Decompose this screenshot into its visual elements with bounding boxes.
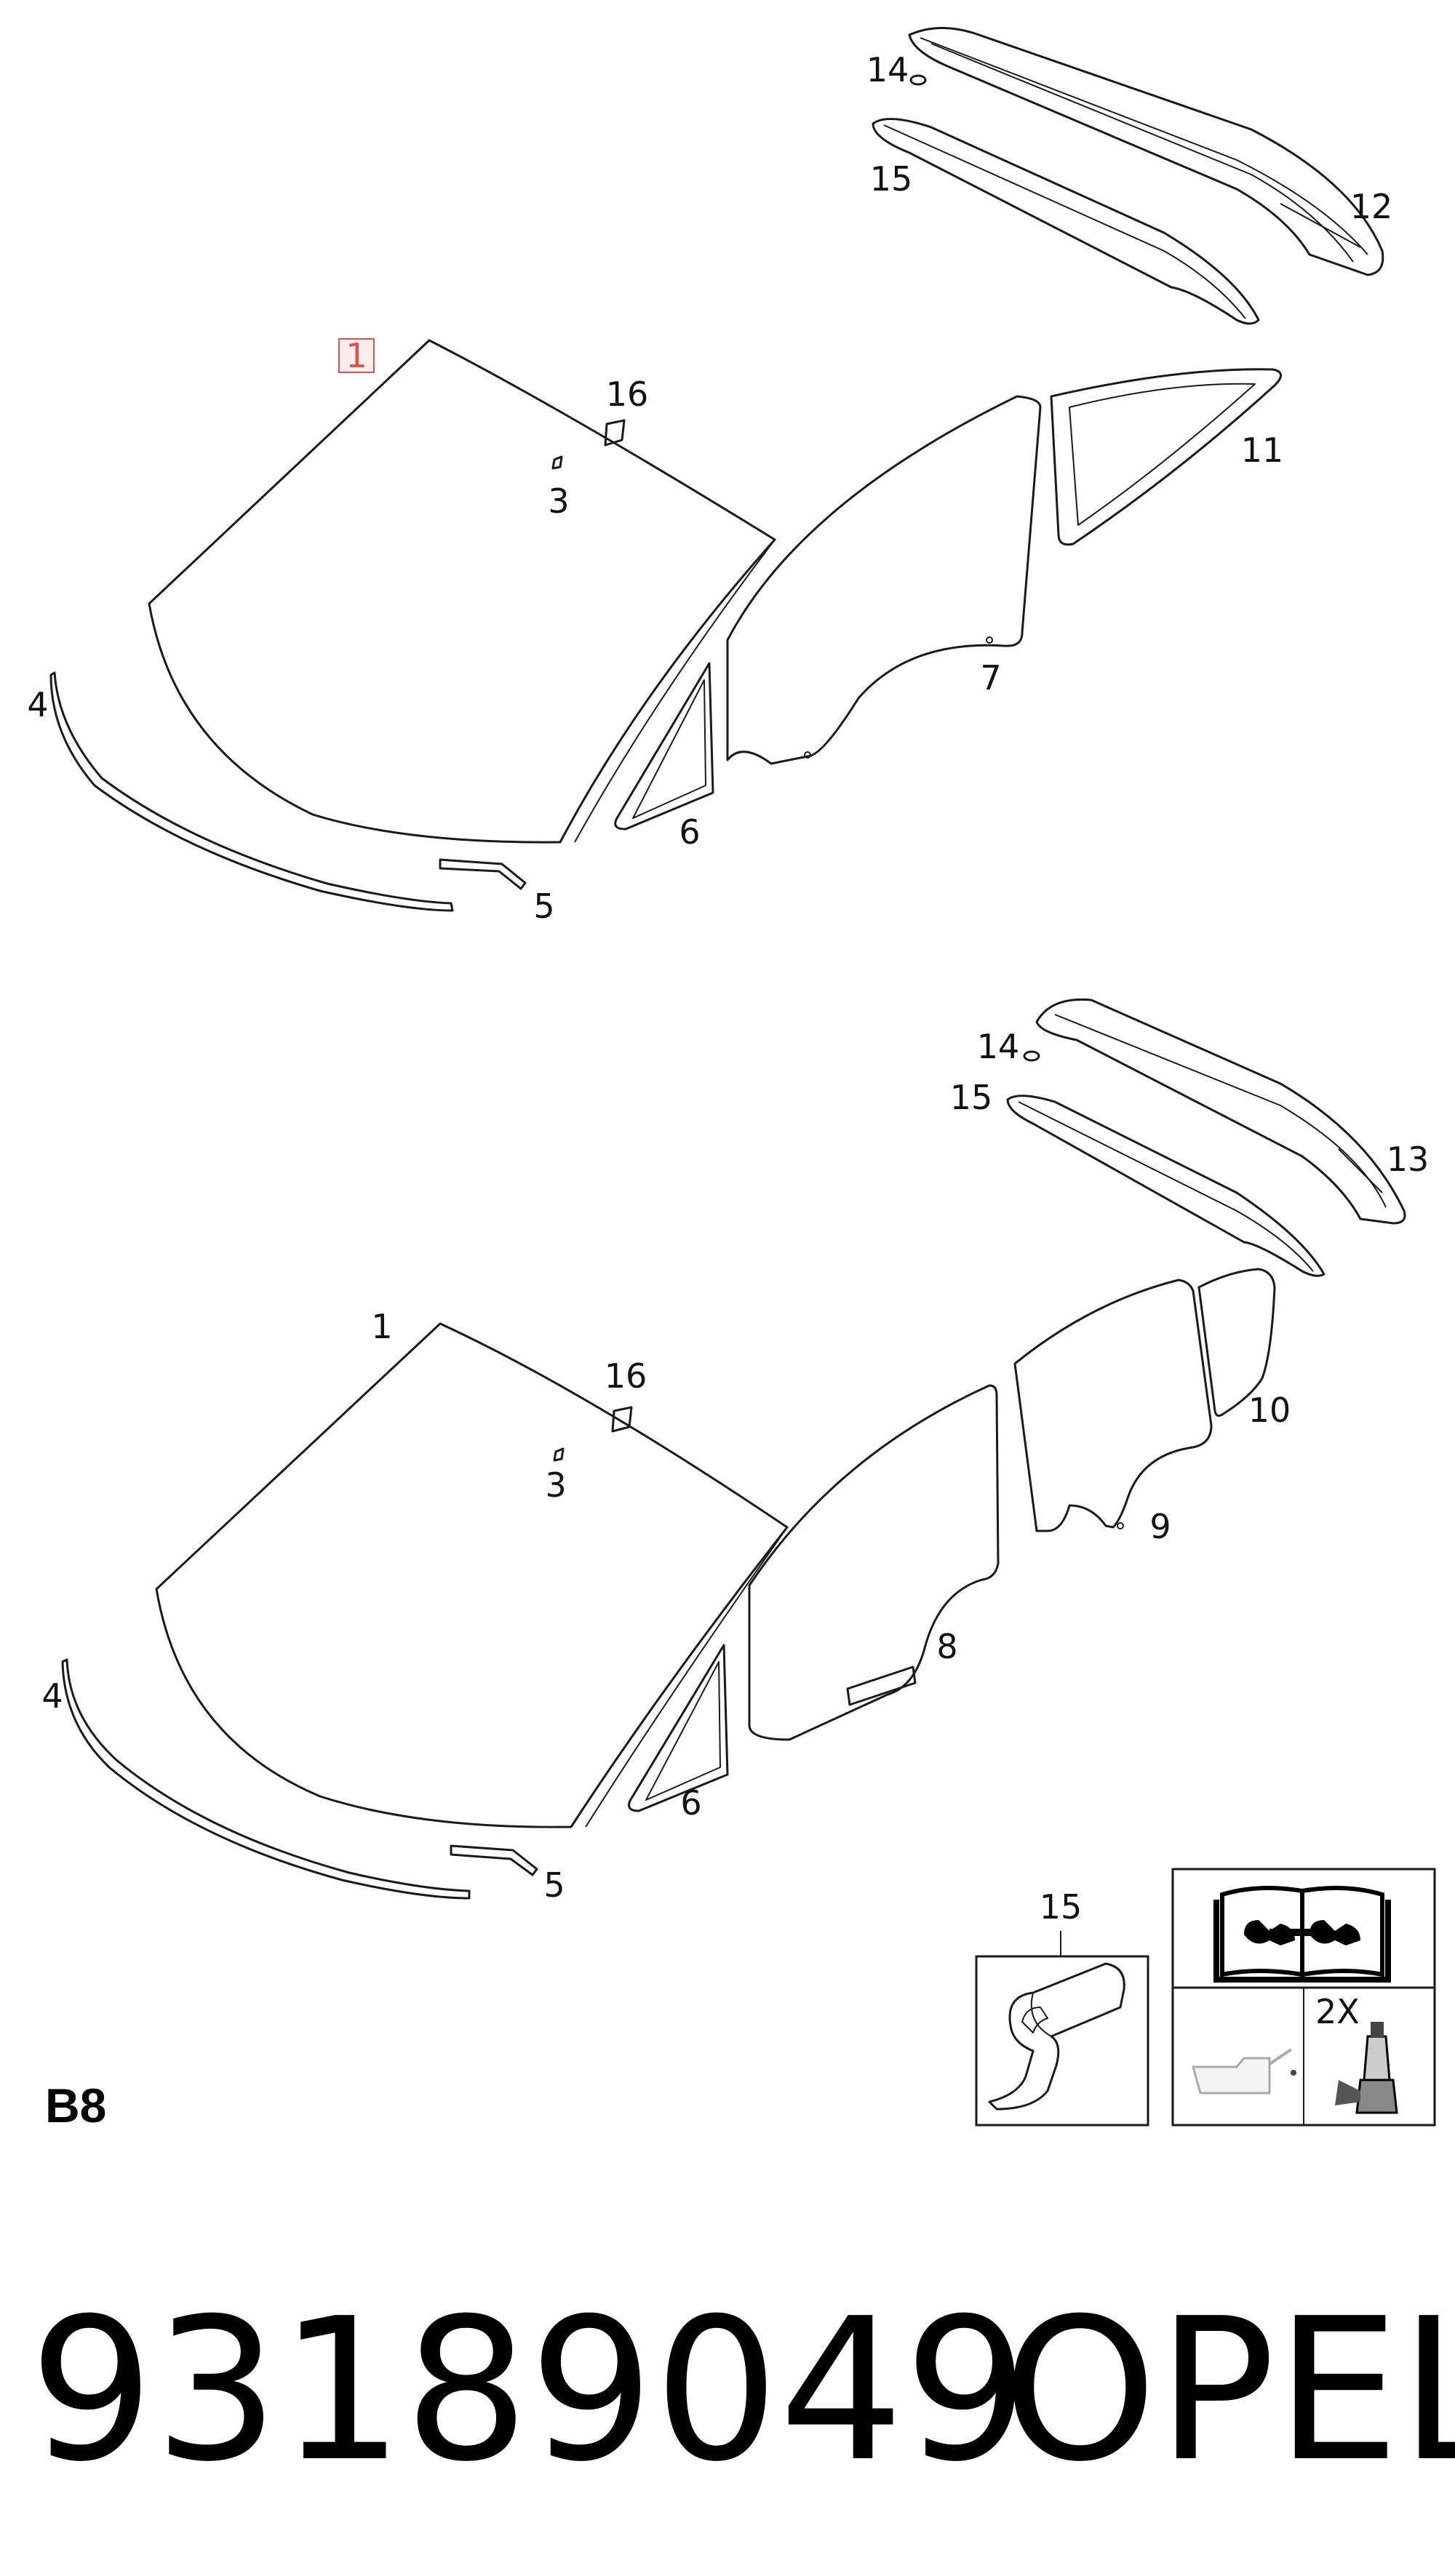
- rear-quarter-glass-10[interactable]: [1197, 1268, 1276, 1417]
- windshield-1-lower[interactable]: [155, 1322, 789, 1828]
- callout-10[interactable]: 10: [1248, 1391, 1291, 1430]
- trim-5-lower[interactable]: [450, 1844, 538, 1876]
- highlight-box[interactable]: [338, 338, 375, 373]
- moulding-4[interactable]: [49, 671, 454, 912]
- callout-5[interactable]: 5: [533, 887, 554, 926]
- callout-15-lower[interactable]: 15: [950, 1078, 993, 1117]
- rear-side-glass-11[interactable]: [1050, 368, 1282, 546]
- rear-seal-15[interactable]: [872, 118, 1260, 325]
- callout-7[interactable]: 7: [980, 658, 1001, 697]
- callout-4-lower[interactable]: 4: [41, 1676, 63, 1716]
- callout-8[interactable]: 8: [936, 1627, 957, 1666]
- callout-11[interactable]: 11: [1241, 431, 1284, 470]
- door-channel-8[interactable]: [846, 1665, 917, 1706]
- callout-16[interactable]: 16: [606, 375, 649, 414]
- callout-9[interactable]: 9: [1149, 1507, 1171, 1546]
- callout-14[interactable]: 14: [866, 50, 909, 89]
- front-door-glass-8[interactable]: [748, 1384, 1000, 1741]
- clip-14[interactable]: [909, 74, 927, 86]
- quarter-glass-6[interactable]: [614, 662, 714, 831]
- oil-can-icon: [1192, 2048, 1296, 2095]
- lower-callouts: 1 3 4 5 6 8 9 10 13 14 15 16: [41, 1027, 1429, 1905]
- rear-spoiler-13[interactable]: [1035, 998, 1406, 1225]
- upper-callouts: 1 3 4 5 6 7 11 12 14 15 16: [27, 50, 1392, 926]
- callout-14-lower[interactable]: 14: [977, 1027, 1020, 1066]
- mirror-mount-3[interactable]: [551, 455, 563, 470]
- moulding-4-lower[interactable]: [61, 1658, 471, 1900]
- rear-door-glass-9[interactable]: [1013, 1279, 1213, 1532]
- callout-16-lower[interactable]: 16: [605, 1356, 647, 1396]
- part-number: 93189049: [29, 2276, 1029, 2505]
- door-glass-7[interactable]: [726, 395, 1042, 765]
- rear-seal-15-lower[interactable]: [1006, 1095, 1326, 1277]
- callout-5-lower[interactable]: 5: [543, 1865, 565, 1905]
- callout-3-lower[interactable]: 3: [545, 1465, 566, 1505]
- callout-15[interactable]: 15: [870, 159, 913, 199]
- callout-6[interactable]: 6: [679, 812, 700, 852]
- legend: 15 2X: [975, 1868, 1436, 2127]
- section-code: B8: [45, 2079, 106, 2132]
- callout-1-highlighted[interactable]: 1: [346, 336, 367, 375]
- repair-manual-icon: [1213, 1886, 1391, 1983]
- sensor-16[interactable]: [604, 419, 626, 447]
- callout-3[interactable]: 3: [548, 481, 569, 521]
- brand-name: OPEL: [1002, 2276, 1455, 2505]
- seal-profile-icon: [988, 1962, 1125, 2111]
- mirror-mount-3-lower[interactable]: [553, 1447, 565, 1462]
- callout-13[interactable]: 13: [1387, 1140, 1430, 1179]
- callout-4[interactable]: 4: [27, 685, 48, 724]
- clip-14-lower[interactable]: [1023, 1050, 1040, 1062]
- callout-6-lower[interactable]: 6: [680, 1783, 701, 1823]
- trim-5[interactable]: [439, 858, 527, 890]
- callout-12[interactable]: 12: [1350, 187, 1393, 226]
- lower-view: [61, 998, 1406, 1900]
- rear-spoiler-12[interactable]: [908, 27, 1384, 276]
- quantity-label: 2X: [1315, 1992, 1360, 2031]
- legend-profile-label: 15: [1040, 1887, 1083, 1927]
- adhesive-tube-icon: [1335, 2022, 1398, 2114]
- callout-1-lower[interactable]: 1: [371, 1307, 392, 1346]
- upper-view: [49, 27, 1384, 912]
- sensor-16-lower[interactable]: [611, 1406, 633, 1433]
- windshield-1[interactable]: [148, 339, 776, 844]
- quarter-glass-6-lower[interactable]: [628, 1644, 729, 1812]
